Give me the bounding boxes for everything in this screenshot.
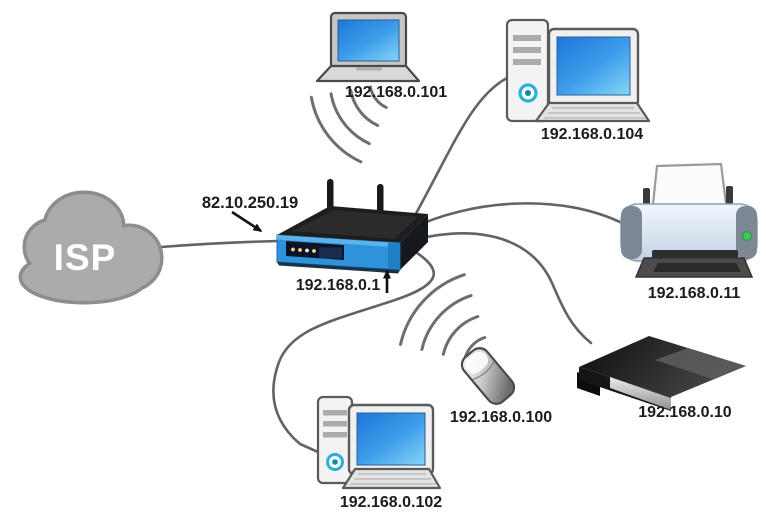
ethernet-cables — [159, 76, 626, 454]
isp-cloud: ISP — [18, 190, 164, 305]
router-icon — [276, 179, 428, 274]
cable-router-desktop-102 — [272, 247, 436, 454]
phone-icon — [460, 347, 516, 405]
laptop-icon — [315, 11, 421, 83]
router-ip-label: 192.168.0.1 — [296, 277, 381, 294]
laptop-ip-label: 192.168.0.101 — [345, 84, 447, 101]
wifi-waves-laptop — [309, 85, 388, 164]
cable-router-console — [411, 232, 593, 345]
game-console-icon — [577, 336, 746, 411]
wan-ip-label: 82.10.250.19 — [202, 194, 298, 212]
desktop-102-ip-label: 192.168.0.102 — [340, 494, 442, 511]
cable-router-printer — [408, 202, 626, 231]
phone-ip-label: 192.168.0.100 — [450, 409, 552, 426]
desktop-104-ip-label: 192.168.0.104 — [541, 126, 643, 143]
cable-router-desktop-104 — [406, 76, 509, 230]
wan-arrow — [231, 210, 263, 233]
isp-cloud-label: ISP — [54, 237, 117, 278]
printer-icon — [620, 162, 758, 278]
wifi-waves-phone — [399, 273, 487, 361]
printer-ip-label: 192.168.0.11 — [648, 285, 741, 302]
router-lan-annotation: 192.168.0.1 — [296, 269, 391, 294]
desktop-104-icon — [505, 18, 651, 123]
console-ip-label: 192.168.0.10 — [638, 404, 732, 421]
router-wan-annotation: 82.10.250.19 — [202, 194, 298, 233]
desktop-102-icon — [316, 395, 442, 490]
cable-isp-router — [159, 239, 280, 249]
